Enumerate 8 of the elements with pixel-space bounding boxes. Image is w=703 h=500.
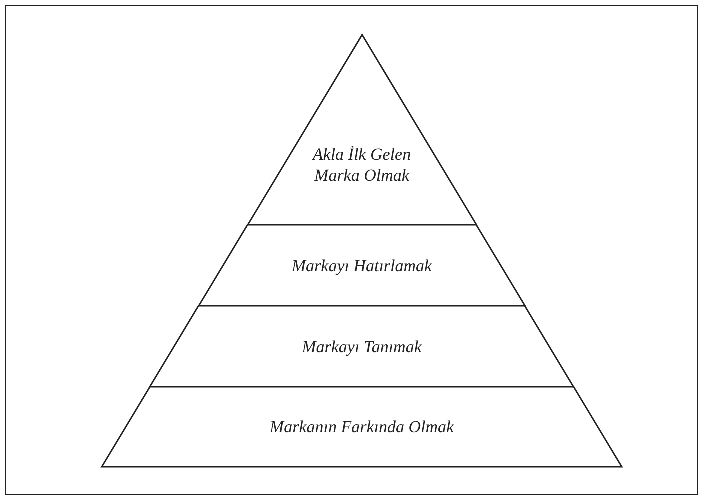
level-label: Akla İlk Gelen Marka Olmak — [311, 144, 412, 186]
level-label: Markayı Tanımak — [302, 336, 422, 357]
level-label: Markayı Hatırlamak — [292, 255, 432, 276]
level-label: Markanın Farkında Olmak — [270, 416, 454, 438]
pyramid-level — [102, 387, 622, 467]
pyramid-level — [150, 306, 574, 387]
pyramid-level — [248, 35, 476, 225]
pyramid-level — [198, 225, 526, 306]
